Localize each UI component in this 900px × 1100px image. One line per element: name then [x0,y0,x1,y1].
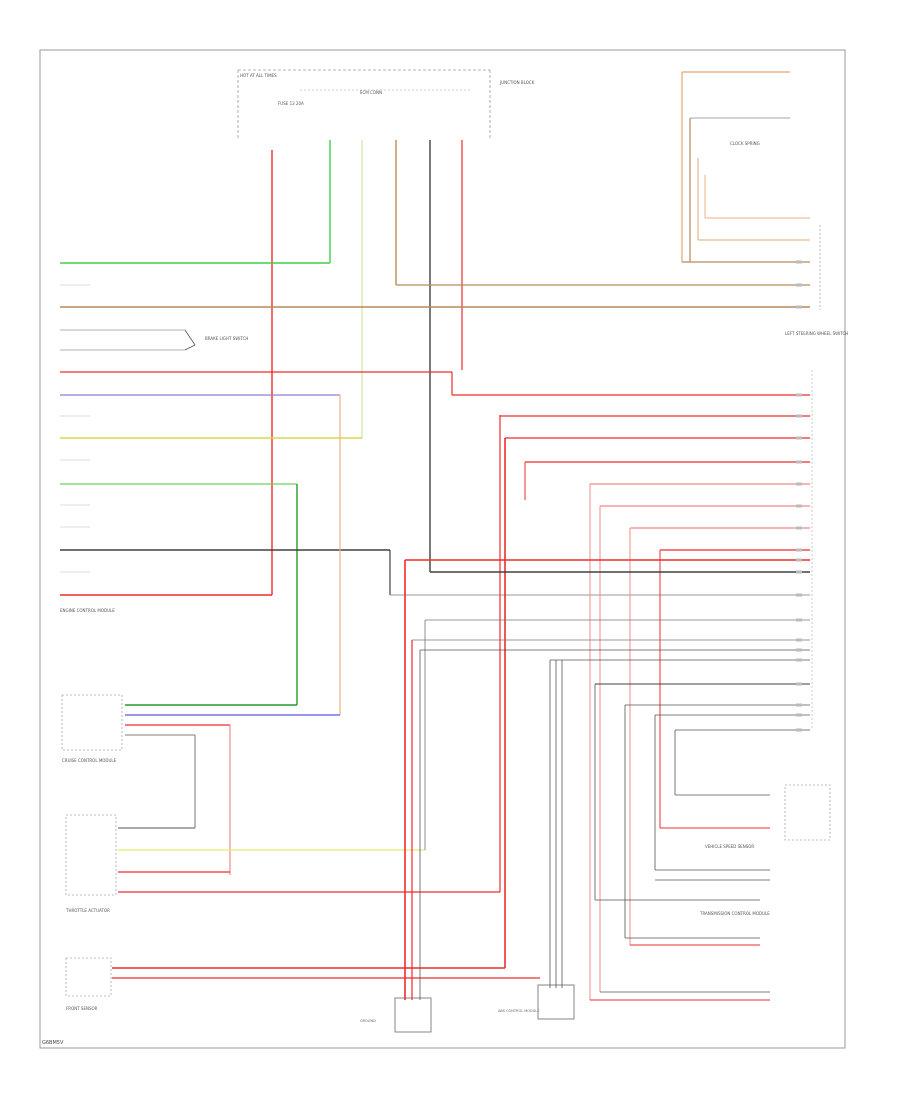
pin-tick [796,648,802,652]
junction-block: HOT AT ALL TIMES FUSE 13 20A JUNCTION BL… [237,69,535,140]
pin-tick [796,658,802,662]
pin-tick [796,414,802,418]
cruise-module-label: CRUISE CONTROL MODULE [62,758,117,763]
fuse-label: FUSE 13 20A [278,101,304,106]
clock-spring-label: CLOCK SPRING [730,141,760,146]
pin-tick [796,593,802,597]
abs-block: ABS CONTROL MODULE [498,984,575,1020]
pin-tick [796,526,802,530]
ground-label: GROUND [360,1019,376,1023]
front-sensor: FRONT SENSOR [65,957,540,1011]
pin-tick [796,728,802,732]
pin-tick [796,558,802,562]
brake-switch: BRAKE LIGHT SWITCH [184,329,248,351]
pin-tick [796,682,802,686]
brake-switch-label: BRAKE LIGHT SWITCH [205,336,248,341]
pin-tick [796,548,802,552]
pin-tick [796,283,802,287]
vehicle-speed-label: VEHICLE SPEED SENSOR [705,844,754,849]
pin-ticks [796,260,802,732]
cruise-module: CRUISE CONTROL MODULE [61,694,340,875]
junction-block-label: JUNCTION BLOCK [499,80,535,85]
throttle-actuator: THROTTLE ACTUATOR [65,814,500,913]
ecm-harness: ENGINE CONTROL MODULE [60,262,810,705]
abs-module-label: ABS CONTROL MODULE [498,1009,539,1013]
clock-spring: CLOCK SPRING [396,71,810,286]
front-sensor-label: FRONT SENSOR [66,1006,98,1011]
pin-tick [796,260,802,264]
pin-tick [796,618,802,622]
pin-tick [796,460,802,464]
tcm-label: TRANSMISSION CONTROL MODULE [699,911,770,916]
right-harness [405,370,813,1000]
left-steering: LEFT STEERING WHEEL SWITCH [785,225,848,336]
pin-tick [796,703,802,707]
pin-tick [796,393,802,397]
ecm-connector-label: ECM CONN [360,90,382,95]
diagram-frame [39,49,846,1049]
left-steering-label: LEFT STEERING WHEEL SWITCH [785,331,848,336]
pin-tick [796,570,802,574]
pin-tick [796,713,802,717]
hot-at-all-times-label: HOT AT ALL TIMES [240,73,277,78]
throttle-actuator-label: THROTTLE ACTUATOR [65,908,110,913]
vehicle-speed: VEHICLE SPEED SENSOR [655,784,831,881]
pin-tick [796,638,802,642]
engine-control-label: ENGINE CONTROL MODULE [60,608,115,613]
tcm-block: TRANSMISSION CONTROL MODULE [590,899,770,1001]
pin-tick [796,436,802,440]
pin-tick [796,482,802,486]
diagram-code: G6BM5V [42,1040,64,1046]
ground-block: GROUND [360,997,432,1033]
pin-tick [796,305,802,309]
pin-tick [796,504,802,508]
